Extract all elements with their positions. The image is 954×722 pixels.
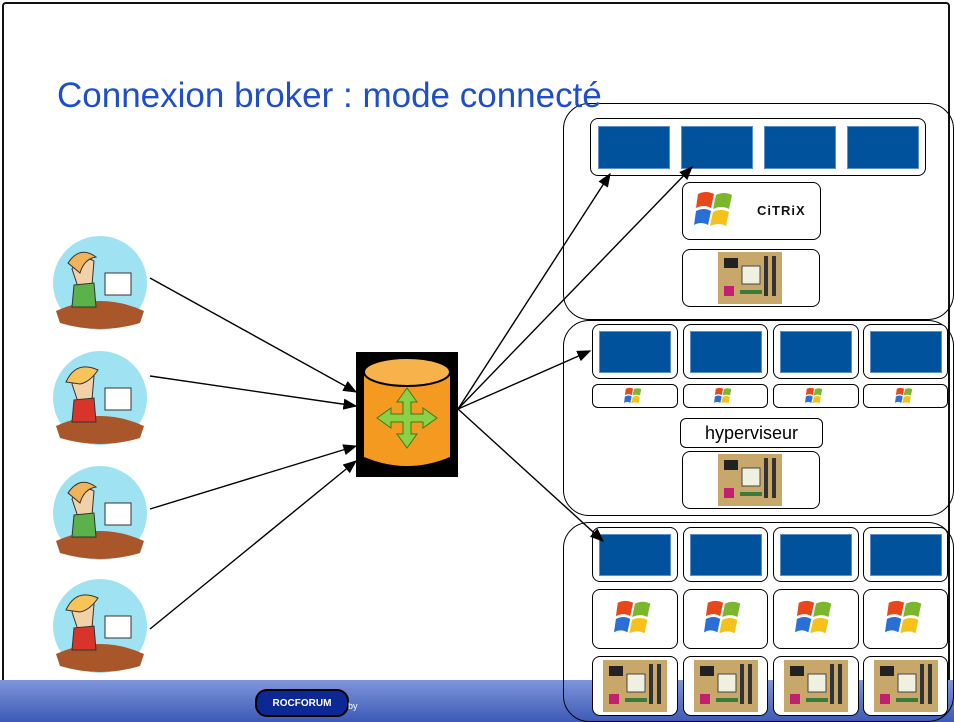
windows-logo-icon [885,600,922,634]
windows-logo-icon [795,600,832,634]
windows-logo-icon [704,600,741,634]
vm-screen [780,331,852,373]
motherboard-icon [718,252,782,304]
user-computer-icon [53,236,147,330]
session-screen [681,126,753,169]
arrow-user-to-broker [149,460,358,630]
user-computer-icon [53,351,147,445]
footer-logo: ROCFORUM [255,689,349,717]
vm-os-box [592,384,678,408]
vm-os-box [683,384,768,408]
motherboard-icon [718,454,782,506]
user-computer-icon [53,579,147,673]
motherboard-icon [784,660,848,712]
footer-by-text: by [348,701,358,711]
pc-screen [690,534,762,576]
windows-logo-icon [694,192,732,226]
vm-screen [870,331,942,373]
arrow-broker-to-server [457,165,693,410]
vm-screen [690,331,762,373]
connection-broker-icon [356,352,458,477]
pc-screen [780,534,852,576]
windows-logo-icon [805,387,823,404]
pc-screen [870,534,942,576]
slide-title: Connexion broker : mode connecté [57,76,602,115]
arrow-broker-to-vm [457,350,592,410]
user-computer-icon [53,466,147,560]
windows-logo-icon [624,387,642,404]
motherboard-icon [694,660,758,712]
windows-logo-icon [895,387,913,404]
arrow-broker-to-pc [457,408,605,542]
vm-screen [599,331,671,373]
session-screen [598,126,670,169]
arrow-user-to-broker [149,277,358,393]
arrow-user-to-broker [149,444,358,510]
arrow-user-to-broker [149,375,358,410]
citrix-logo: CiTRiX [757,203,806,218]
windows-logo-icon [714,387,732,404]
arrow-broker-to-server [457,172,611,410]
session-screen [764,126,836,169]
vm-os-box [863,384,948,408]
motherboard-icon [874,660,938,712]
session-screen [847,126,919,169]
hypervisor-label: hyperviseur [680,418,823,448]
vm-os-box [773,384,859,408]
motherboard-icon [603,660,667,712]
pc-screen [599,534,671,576]
windows-logo-icon [614,600,651,634]
